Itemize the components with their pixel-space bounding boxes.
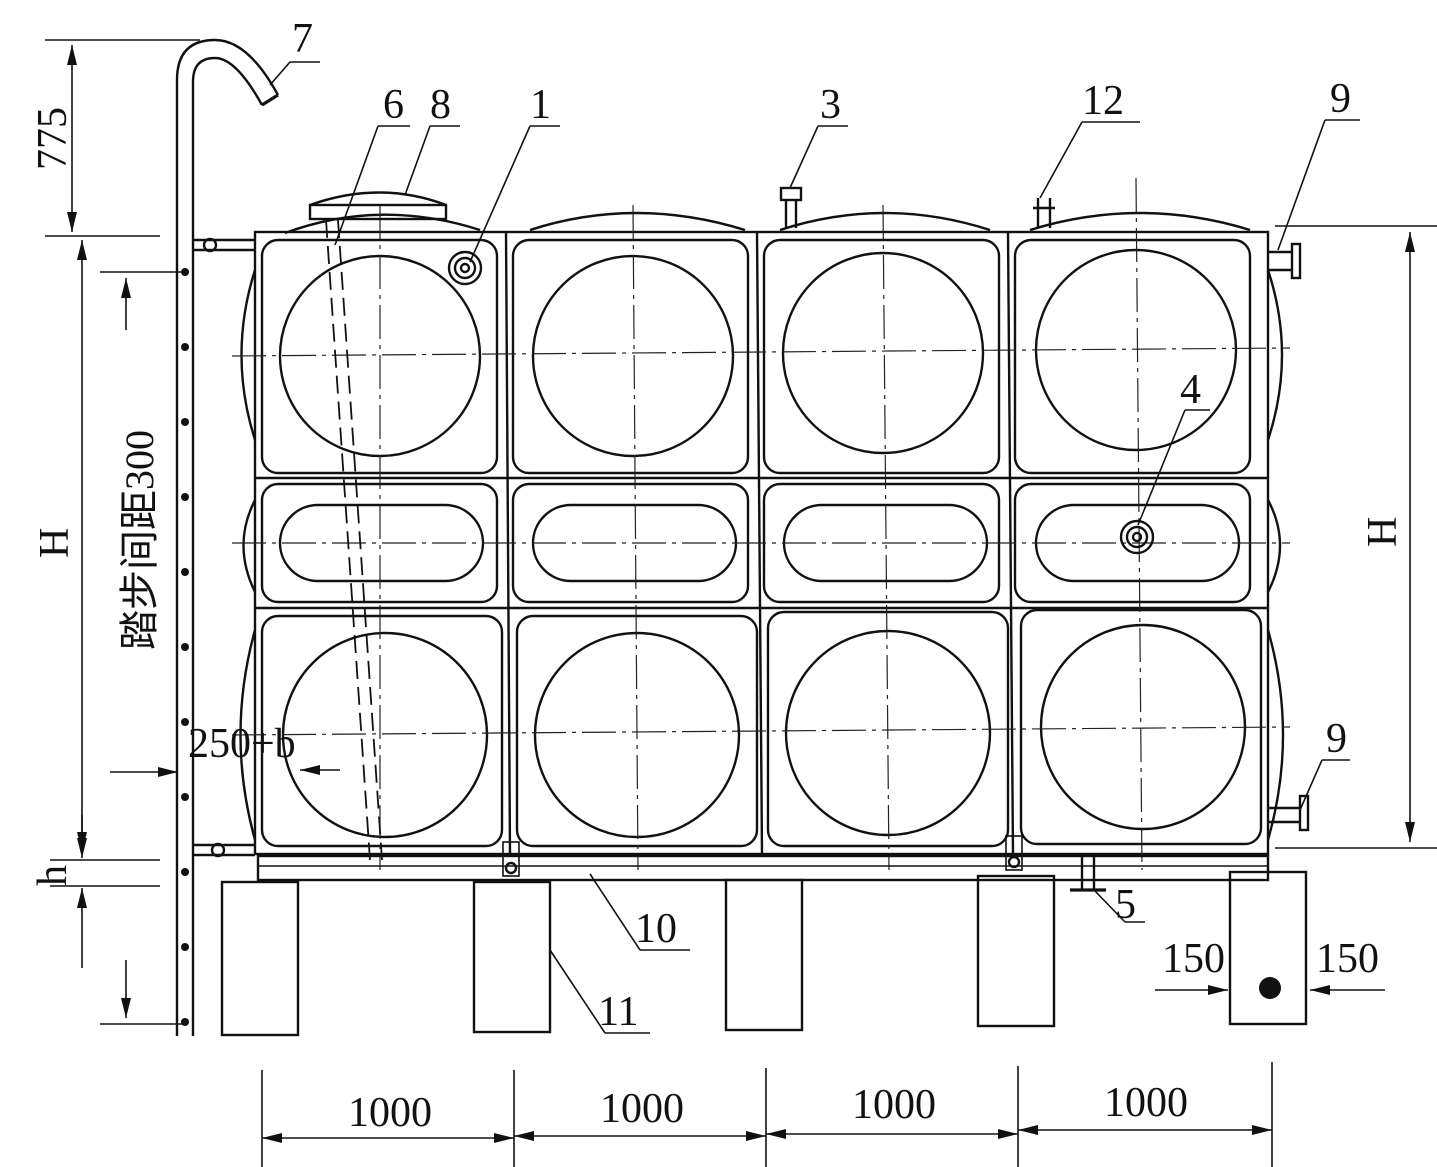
fittings — [308, 186, 1310, 892]
base-and-piers — [220, 854, 1308, 1037]
dim-offset: 250+b — [188, 721, 296, 767]
label-12: 12 — [1082, 78, 1124, 124]
label-7: 7 — [292, 16, 313, 62]
dim-h-right: H — [1360, 517, 1406, 547]
label-5: 5 — [1115, 882, 1136, 928]
part-labels: 7 6 8 1 3 12 9 4 9 5 10 11 — [292, 16, 1351, 1035]
label-11: 11 — [598, 989, 638, 1035]
dim-side-left: 150 — [1162, 936, 1225, 982]
dim-width-3: 1000 — [852, 1082, 936, 1128]
label-6: 6 — [383, 82, 404, 128]
label-3: 3 — [820, 82, 841, 128]
dim-width-1: 1000 — [348, 1090, 432, 1136]
dim-width-4: 1000 — [1104, 1080, 1188, 1126]
dimension-labels: 775 H h 踏步间距300 H 250+b 150 150 1000 100… — [30, 107, 1406, 1136]
label-9-bottom: 9 — [1326, 716, 1347, 762]
label-8: 8 — [430, 82, 451, 128]
label-10: 10 — [635, 906, 677, 952]
ladder-and-vent-pipe — [175, 38, 280, 1036]
dim-h-left: H — [32, 528, 78, 558]
dim-side-right: 150 — [1316, 936, 1379, 982]
center-lines — [231, 177, 1291, 871]
label-4: 4 — [1180, 367, 1201, 413]
dimension-lines — [45, 39, 1437, 1167]
leader-lines — [269, 61, 1360, 1034]
dim-small-h: h — [30, 865, 76, 886]
label-9-top: 9 — [1330, 76, 1351, 122]
dim-width-2: 1000 — [600, 1086, 684, 1132]
label-1: 1 — [530, 82, 551, 128]
dim-step-spacing: 踏步间距300 — [117, 430, 162, 650]
dim-top-height: 775 — [30, 107, 76, 170]
